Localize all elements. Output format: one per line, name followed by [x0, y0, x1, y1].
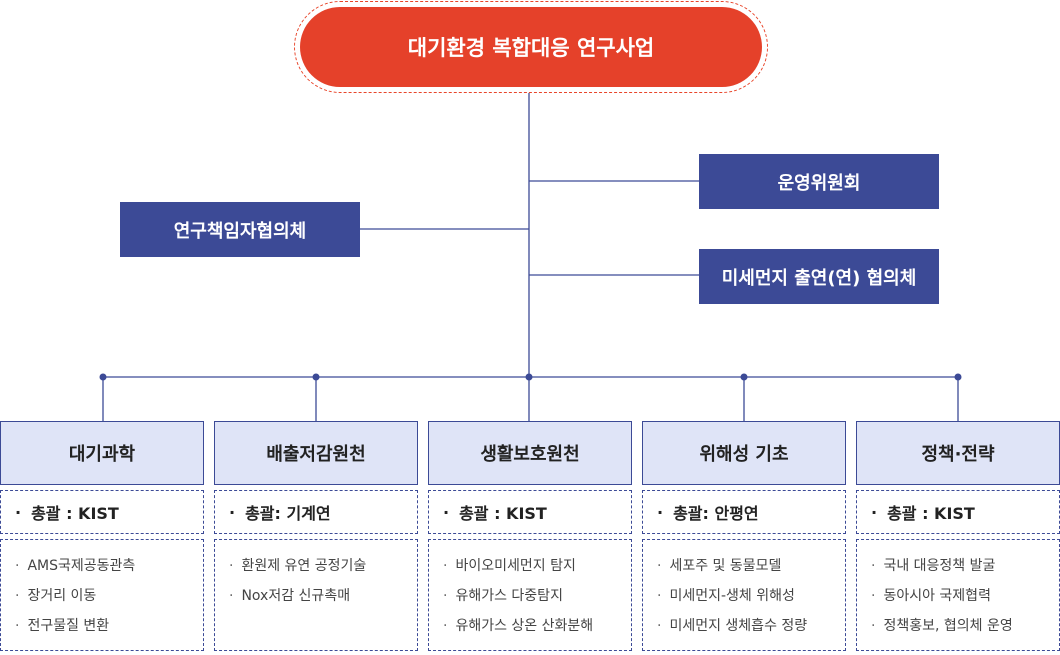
list-item: ·장거리 이동: [15, 588, 97, 604]
column-title: 대기과학: [0, 421, 204, 485]
list-item: ·유해가스 다중탐지: [443, 588, 563, 604]
list-item: ·유해가스 상온 산화분해: [443, 618, 594, 634]
column-lead: · 총괄: 안평연: [642, 490, 846, 534]
column-items: ·바이오미세먼지 탐지 ·유해가스 다중탐지 ·유해가스 상온 산화분해: [428, 539, 632, 651]
column-lead: · 총괄 : KIST: [856, 490, 1060, 534]
bullet: ·: [229, 502, 236, 522]
list-item: ·정책홍보, 협의체 운영: [871, 618, 1013, 634]
column-risk-basics: 위해성 기초 · 총괄: 안평연 ·세포주 및 동물모델 ·미세먼지-생체 위해…: [642, 421, 846, 651]
column-items: ·AMS국제공동관측 ·장거리 이동 ·전구물질 변환: [0, 539, 204, 651]
column-items: ·환원제 유연 공정기술 ·Nox저감 신규촉매: [214, 539, 418, 651]
list-item: ·세포주 및 동물모델: [657, 558, 782, 574]
lead-label: 총괄 : KIST: [31, 504, 119, 523]
list-item: ·환원제 유연 공정기술: [229, 558, 367, 574]
bullet: ·: [443, 502, 450, 522]
list-item: ·Nox저감 신규촉매: [229, 588, 351, 604]
column-title: 생활보호원천: [428, 421, 632, 485]
list-item: ·동아시아 국제협력: [871, 588, 991, 604]
lead-label: 총괄 : KIST: [887, 504, 975, 523]
list-item: ·전구물질 변환: [15, 618, 110, 634]
title-outline: [294, 1, 768, 93]
column-policy-strategy: 정책·전략 · 총괄 : KIST ·국내 대응정책 발굴 ·동아시아 국제협력…: [856, 421, 1060, 651]
column-lead: · 총괄 : KIST: [428, 490, 632, 534]
steering-committee-box: 운영위원회: [699, 154, 939, 209]
lead-label: 총괄: 안평연: [673, 504, 759, 523]
bullet: ·: [15, 502, 22, 522]
lead-label: 총괄: 기계연: [245, 504, 331, 523]
bullet: ·: [871, 502, 878, 522]
column-lead: · 총괄 : KIST: [0, 490, 204, 534]
list-item: ·미세먼지-생체 위해성: [657, 588, 795, 604]
list-item: ·바이오미세먼지 탐지: [443, 558, 576, 574]
list-item: ·국내 대응정책 발굴: [871, 558, 996, 574]
lead-label: 총괄 : KIST: [459, 504, 547, 523]
pi-council-box: 연구책임자협의체: [120, 202, 360, 257]
column-title: 정책·전략: [856, 421, 1060, 485]
list-item: ·AMS국제공동관측: [15, 558, 136, 574]
column-items: ·세포주 및 동물모델 ·미세먼지-생체 위해성 ·미세먼지 생체흡수 정량: [642, 539, 846, 651]
bullet: ·: [657, 502, 664, 522]
column-lead: · 총괄: 기계연: [214, 490, 418, 534]
list-item: ·미세먼지 생체흡수 정량: [657, 618, 808, 634]
column-items: ·국내 대응정책 발굴 ·동아시아 국제협력 ·정책홍보, 협의체 운영: [856, 539, 1060, 651]
column-title: 배출저감원천: [214, 421, 418, 485]
column-title: 위해성 기초: [642, 421, 846, 485]
column-atmospheric-science: 대기과학 · 총괄 : KIST ·AMS국제공동관측 ·장거리 이동 ·전구물…: [0, 421, 204, 651]
pm-council-box: 미세먼지 출연(연) 협의체: [699, 249, 939, 304]
project-title: 대기환경 복합대응 연구사업: [300, 7, 762, 87]
column-life-protection: 생활보호원천 · 총괄 : KIST ·바이오미세먼지 탐지 ·유해가스 다중탐…: [428, 421, 632, 651]
column-emission-reduction: 배출저감원천 · 총괄: 기계연 ·환원제 유연 공정기술 ·Nox저감 신규촉…: [214, 421, 418, 651]
